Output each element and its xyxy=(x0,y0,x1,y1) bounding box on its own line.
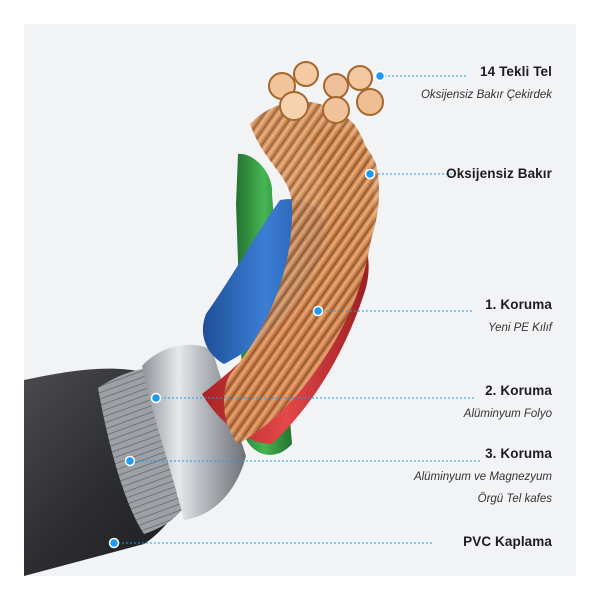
label-title: 1. Koruma xyxy=(485,297,552,312)
label-shield-1: 1. Koruma Yeni PE Kılıf xyxy=(485,297,552,339)
callout-dot-icon xyxy=(108,70,386,549)
strand-ends xyxy=(268,61,384,124)
label-pvc-jacket: PVC Kaplama xyxy=(463,534,552,549)
cable-cross-section-illustration xyxy=(24,61,482,576)
label-title: 14 Tekli Tel xyxy=(480,64,552,79)
label-subtitle: Yeni PE Kılıf xyxy=(488,322,552,334)
product-diagram xyxy=(24,24,576,576)
callout-lines xyxy=(114,75,482,544)
label-core-wires: 14 Tekli Tel Oksijensiz Bakır Çekirdek xyxy=(421,64,552,106)
label-shield-3: 3. Koruma Alüminyum ve Magnezyum Örgü Te… xyxy=(414,446,552,510)
label-oxygen-free-copper: Oksijensiz Bakır xyxy=(446,166,552,181)
label-subtitle: Alüminyum ve Magnezyum Örgü Tel kafes xyxy=(413,471,552,505)
label-title: 3. Koruma xyxy=(485,446,552,461)
label-title: PVC Kaplama xyxy=(463,534,552,549)
label-subtitle: Alüminyum Folyo xyxy=(463,408,552,420)
label-title: 2. Koruma xyxy=(485,383,552,398)
label-subtitle: Oksijensiz Bakır Çekirdek xyxy=(420,89,552,101)
label-shield-2: 2. Koruma Alüminyum Folyo xyxy=(464,383,552,425)
copper-strand-bundle-2 xyxy=(304,128,380,334)
label-title: Oksijensiz Bakır xyxy=(446,166,552,181)
